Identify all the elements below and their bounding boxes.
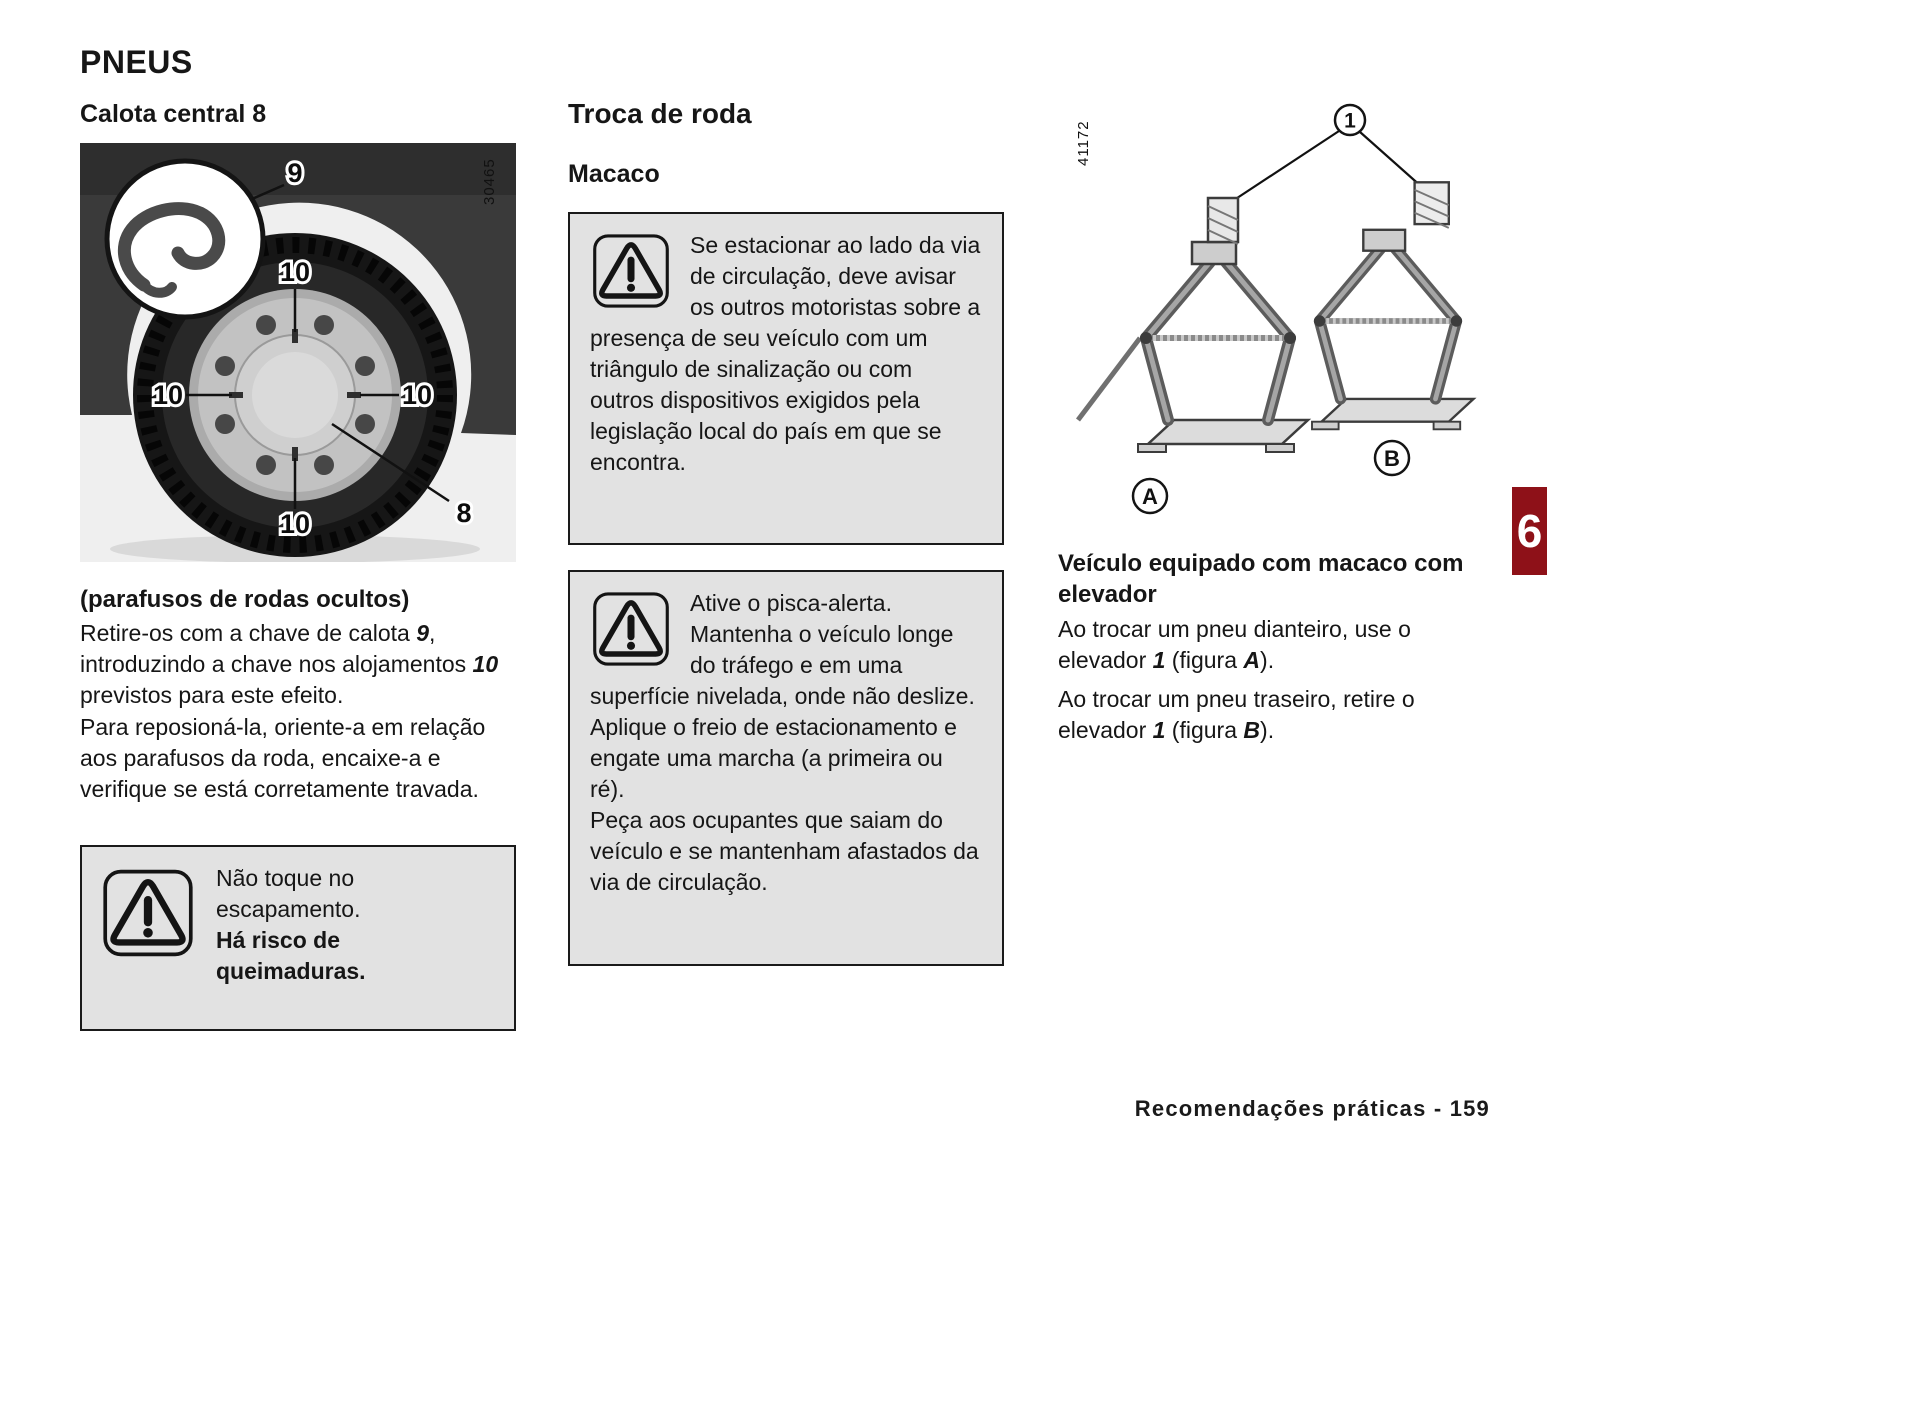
text-segment: Retire-os com a chave de calota [80, 620, 417, 646]
rim-hole [256, 455, 276, 475]
rim-hole [314, 315, 334, 335]
page-title: PNEUS [80, 44, 193, 80]
warning-text: Se estacionar ao lado da via de circulaç… [590, 232, 981, 475]
callout-ref-1: 1 [1152, 717, 1166, 743]
warning-paragraph: Ative o pisca-alerta. Mantenha o veículo… [590, 590, 975, 709]
callout-ref-10: 10 [472, 651, 499, 677]
base-foot [1137, 443, 1167, 453]
warning-paragraph: Peça aos ocupantes que saiam do veículo … [590, 807, 979, 895]
text-segment: (figura [1165, 717, 1244, 743]
rim-hole [215, 414, 235, 434]
warning-box-exhaust: Não toque no escapamento. Há risco de qu… [80, 845, 516, 1031]
tire-tread [137, 237, 453, 553]
callout-1: 1 [1344, 110, 1356, 133]
chapter-number: 6 [1516, 505, 1543, 557]
callout-1-circle [1333, 103, 1367, 137]
warning-paragraph: Aplique o freio de estacionamento e enga… [590, 714, 957, 802]
jack-saddle [1362, 228, 1407, 252]
base-foot [1265, 443, 1295, 453]
callout-10-bottom: 10 [280, 509, 310, 539]
text-line-bold: Há risco de queimaduras. [216, 927, 366, 984]
text-segment: previstos para este efeito. [80, 682, 344, 708]
label-b: B [1384, 446, 1400, 471]
callout-line-8 [331, 422, 450, 503]
left-section-heading: Calota central 8 [80, 100, 267, 128]
page-footer: Recomendações práticas - 159 [1134, 1096, 1490, 1121]
crank-rod [1076, 336, 1142, 422]
jack-illustration: 41172 1 [1075, 103, 1477, 515]
callout-10-right: 10 [402, 380, 432, 410]
label-a-circle [1131, 477, 1169, 515]
center-cap-face [252, 352, 338, 438]
wheel-photo: 9 10 10 10 10 8 30465 [80, 143, 516, 562]
right-paragraph-1: Ao trocar um pneu dianteiro, use o eleva… [1058, 614, 1496, 676]
joint [1313, 315, 1326, 327]
figure-code: 41172 [1075, 120, 1092, 166]
callout-10-top: 10 [280, 257, 310, 287]
warning-box-hazard: Ative o pisca-alerta. Mantenha o veículo… [568, 570, 1004, 966]
warning-box-parking: Se estacionar ao lado da via de circulaç… [568, 212, 1004, 545]
rim-hole [215, 356, 235, 376]
figure-ref-b: B [1243, 717, 1261, 743]
joint [1284, 332, 1296, 344]
label-a: A [1142, 484, 1158, 509]
wheel-figure: 9 10 10 10 10 8 30465 [80, 143, 516, 562]
left-paragraph-2: Para reposioná-la, oriente-a em relação … [80, 714, 486, 802]
joint [1450, 315, 1463, 327]
text-line: Não toque no escapamento. [216, 865, 361, 922]
text-segment: (figura [1165, 647, 1244, 673]
elevator-head-mounted [1206, 196, 1240, 245]
jack-a [1076, 196, 1312, 453]
text-segment: ). [1260, 647, 1275, 673]
label-b-circle [1373, 439, 1411, 477]
jack-figure: 41172 1 [1058, 98, 1494, 534]
left-subheading: (parafusos de rodas ocultos) [80, 586, 410, 613]
figure-code: 30465 [481, 158, 498, 205]
right-paragraph-2: Ao trocar um pneu traseiro, retire o ele… [1058, 684, 1496, 746]
callout-10-left: 10 [153, 380, 183, 410]
rim-hole [355, 356, 375, 376]
text-segment: , introduzindo a chave nos alojamentos [80, 620, 473, 677]
callout-line-to-jack-a [1224, 130, 1340, 207]
callout-line-9 [251, 183, 285, 201]
jack-b [1311, 181, 1477, 431]
warning-icon [593, 592, 669, 666]
rim-hole [314, 455, 334, 475]
text-segment: Ao trocar um pneu traseiro, retire o ele… [1058, 686, 1415, 743]
rim-hole [256, 315, 276, 335]
base-foot [1311, 420, 1340, 431]
warning-icon [103, 869, 193, 957]
rim-hole [355, 414, 375, 434]
text-segment: Ao trocar um pneu dianteiro, use o eleva… [1058, 616, 1411, 673]
jack-base [1318, 397, 1477, 423]
callout-9: 9 [287, 158, 302, 188]
tool-inset-circle [104, 158, 266, 320]
joint [1140, 332, 1152, 344]
middle-subheading: Macaco [568, 160, 660, 188]
figure-ref-a: A [1243, 647, 1261, 673]
hubcap-removal-tool [117, 202, 226, 292]
chapter-tab: 6 [1512, 487, 1547, 575]
warning-text: Não toque no escapamento. Há risco de qu… [216, 863, 494, 987]
text-segment: ). [1260, 717, 1275, 743]
warning-icon [593, 234, 669, 308]
jack-saddle [1190, 240, 1238, 266]
callout-ref-9: 9 [416, 620, 430, 646]
right-heading: Veículo equipado com macaco com elevador [1058, 550, 1464, 608]
elevator-head-removed [1413, 181, 1450, 229]
hubcap-removal-tool-hook [139, 280, 177, 298]
left-paragraph-1: Retire-os com a chave de calota 9, intro… [80, 618, 520, 711]
callout-ref-1: 1 [1152, 647, 1166, 673]
middle-section-heading: Troca de roda [568, 98, 752, 129]
callout-8: 8 [456, 498, 471, 528]
jack-base [1144, 418, 1312, 446]
base-foot [1432, 420, 1462, 431]
